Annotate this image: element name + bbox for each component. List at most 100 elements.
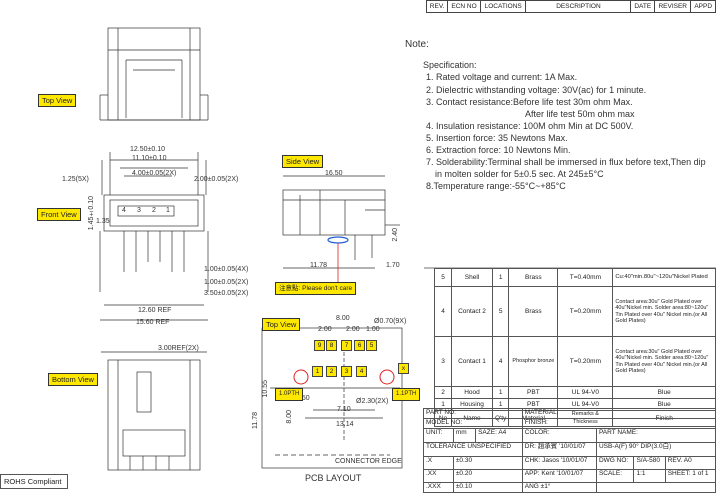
tb-tol-x: .X [426, 457, 433, 464]
side-view-tag: Side View [282, 155, 324, 168]
pcb-dim-8: 13.14 [336, 421, 354, 428]
bom-row-name: Hood [451, 386, 493, 399]
spec-line-3b: After life test 50m ohm max [525, 109, 635, 119]
front-pin-2: 2 [152, 207, 156, 214]
tb-rev-label: REV. [667, 457, 683, 464]
bom-row-qty: 5 [491, 286, 510, 337]
front-dim-5: 1.25(5X) [62, 176, 89, 183]
tb-size-label: SAZE: [478, 429, 497, 436]
tb-dwg: S/A-580 [633, 456, 666, 470]
pcb-right-pth: 1.1PTH [392, 388, 421, 401]
title-block: PART NO: MATERIAL: MODEL NO: FINISH: UNI… [423, 408, 716, 493]
pcb-pin-8: 8 [326, 340, 337, 351]
tb-scale-label: SCALE: [598, 470, 623, 477]
tb-tol-xxx-val: ±0.10 [455, 483, 473, 490]
revision-table: REV. ECN NO LOCATIONS DESCRIPTION DATE R… [425, 0, 716, 13]
bom-row-finish: Contact area:30u" Gold Plated over 40u"N… [612, 286, 716, 337]
bom-row-material: Brass [508, 268, 559, 287]
top-view-tag: Top View [38, 94, 77, 107]
bom-row-no: 5 [434, 268, 452, 287]
pcb-pin-2: 2 [326, 366, 337, 377]
tb-tol-xx: .XX [426, 470, 437, 477]
tb-tolerance: TOLERANCE UNSPECIFIED [423, 442, 523, 457]
bom-row-no: 3 [434, 336, 452, 387]
tb-tol-x-val: ±0.30 [455, 457, 473, 464]
pcb-pin-6: 6 [354, 340, 365, 351]
bom-row-finish: Cu:40"min.80u"~120u"Nickel Plated [612, 268, 716, 287]
bom-row-finish: Contact area:30u" Gold Plated over 40u"N… [612, 336, 716, 387]
bom-row-no: 4 [434, 286, 452, 337]
tb-dwg-label: DWG NO: [598, 457, 629, 464]
tb-app-label: APP: [524, 470, 540, 477]
rev-header-date: DATE [630, 0, 656, 13]
tb-chk: Jasos '10/01/07 [542, 457, 588, 464]
bom-row-thickness: T=0.40mm [557, 268, 614, 287]
front-dim-8: 3.50±0.05(2X) [204, 290, 249, 297]
rohs-badge: ROHS Compliant [0, 474, 68, 489]
tb-tol-xxx: .XXX [426, 483, 441, 490]
front-dim-10: 15.60 REF [136, 319, 170, 326]
bom-row-material: Brass [508, 286, 559, 337]
pcb-layout-label: PCB LAYOUT [305, 473, 362, 483]
front-pin-4: 4 [122, 207, 126, 214]
spec-line-5: 5. Insertion force: 35 Newtons Max. [426, 133, 568, 143]
tb-model-no: MODEL NO: [423, 418, 523, 429]
note-header: Note: [405, 39, 429, 50]
bottom-view-drawing [101, 351, 207, 471]
pcb-dim-2: 2.00 [318, 326, 332, 333]
spec-line-7b: in molten solder for 5±0.5 sec. At 245±5… [435, 169, 604, 179]
front-view-drawing [99, 152, 209, 321]
pcb-dim-11: 8.00 [286, 410, 293, 424]
pcb-dim-5: Ø0.70(9X) [374, 318, 407, 325]
tb-tol-ang: ANG [524, 483, 539, 490]
tb-dr: 趙承賓 '10/01/07 [537, 443, 586, 450]
tb-color: COLOR: [521, 428, 597, 443]
pcb-pin-4: 4 [356, 366, 367, 377]
tb-app: Kent '10/01/07 [541, 470, 584, 477]
tb-unit: mm [452, 428, 477, 443]
pcb-left-pth: 1.0PTH [275, 388, 304, 401]
bottom-view-tag: Bottom View [48, 373, 98, 386]
tb-part-name: USB-A(F) 90° DIP(3.0白) [595, 442, 716, 457]
rev-header-locations: LOCATIONS [479, 0, 527, 13]
rev-header-description: DESCRIPTION [525, 0, 632, 13]
pcb-pin-7: 7 [341, 340, 352, 351]
pcb-connector-edge: CONNECTOR EDGE [335, 458, 402, 465]
spec-title: Specification: [423, 60, 477, 70]
side-dim-2: 11.78 [310, 262, 327, 269]
front-dim-12: 1.35 [96, 218, 110, 225]
spec-line-7: 7. Solderability:Terminal shall be immer… [426, 157, 706, 167]
bom-row-thickness: UL 94-V0 [557, 386, 614, 399]
rev-header-appd: APPD [690, 0, 716, 13]
pcb-top-view-tag: Top View [262, 318, 301, 331]
front-view-tag: Front View [37, 208, 81, 221]
pcb-pin-5: 5 [366, 340, 377, 351]
bom-row-no: 2 [434, 386, 452, 399]
tb-sheet: 1 of 1 [692, 470, 709, 477]
tb-chk-label: CHK: [524, 457, 541, 464]
bom-row-name: Contact 1 [451, 336, 493, 387]
front-dim-7: 1.00±0.05(2X) [204, 279, 249, 286]
tb-tol-ang-val: ±1° [540, 483, 551, 490]
pcb-dim-9: 11.78 [252, 412, 259, 429]
pcb-dim-3: 2.00 [346, 326, 360, 333]
bottom-dim-1: 3.00REF(2X) [158, 345, 199, 352]
pcb-dim-7: Ø2.30(2X) [356, 398, 389, 405]
spec-line-3: 3. Contact resistance:Before life test 3… [426, 97, 633, 107]
pcb-pin-1: 1 [312, 366, 323, 377]
spec-line-8: 8.Temperature range:-55°C~+85°C [426, 181, 566, 191]
bom-row-finish: Blue [612, 386, 716, 399]
pcb-dim-6: 7.10 [337, 406, 351, 413]
spec-line-4: 4. Insulation resistance: 100M ohm Min a… [426, 121, 634, 131]
side-dim-1: 16.50 [325, 170, 343, 177]
front-dim-1: 12.50±0.10 [130, 146, 165, 153]
bom-row-thickness: T=0.20mm [557, 286, 614, 337]
tb-scale: 1:1 [633, 469, 666, 483]
spec-line-6: 6. Extraction force: 10 Newtons Min. [426, 145, 571, 155]
pcb-x-mark: x [398, 363, 409, 374]
bom-row-qty: 1 [491, 398, 510, 411]
front-dim-6: 1.00±0.05(4X) [204, 266, 249, 273]
rev-header-reviser: REVISER [654, 0, 692, 13]
side-dim-4: 1.70 [386, 262, 400, 269]
